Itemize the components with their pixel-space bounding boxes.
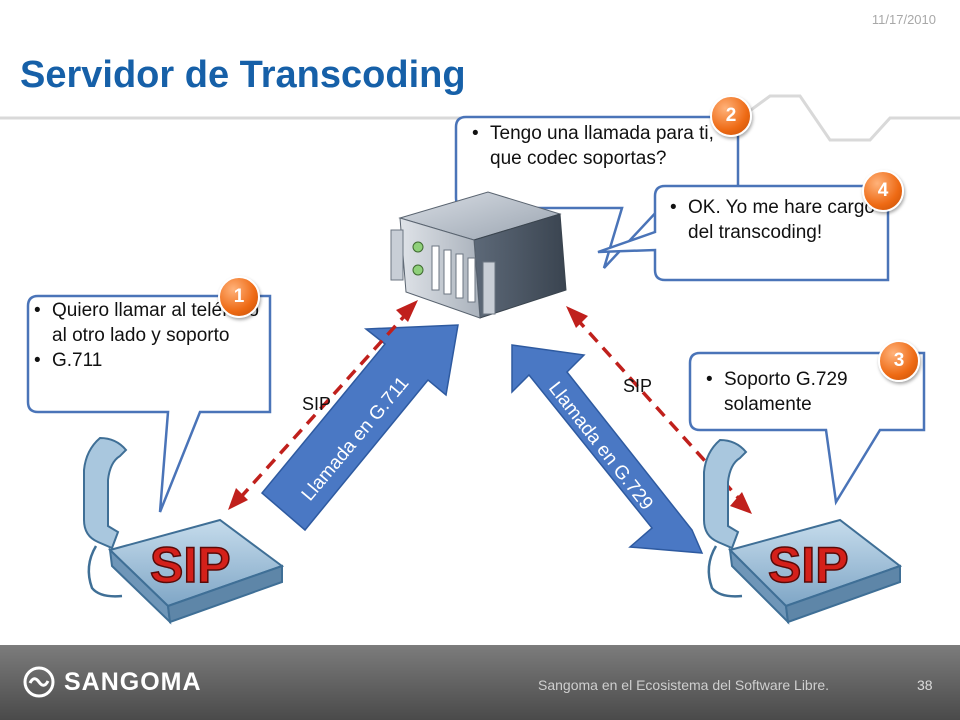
- callout-4-item: OK. Yo me hare cargo del transcoding!: [670, 195, 882, 245]
- footer-caption: Sangoma en el Ecosistema del Software Li…: [538, 677, 830, 693]
- footer-bar: SANGOMA Sangoma en el Ecosistema del Sof…: [0, 645, 960, 720]
- phone-right-label: SIP: [768, 537, 849, 593]
- callout-3: Soporto G.729 solamente: [702, 367, 902, 417]
- slide-date: 11/17/2010: [871, 12, 936, 27]
- sangoma-logo: SANGOMA: [22, 665, 202, 699]
- step-badge-4: 4: [862, 170, 904, 212]
- phone-left-icon: SIP: [83, 436, 285, 625]
- call-label-right: Llamada en G.729: [544, 378, 657, 514]
- phone-left-label: SIP: [150, 537, 231, 593]
- callout-1-item: G.711: [34, 348, 270, 373]
- sangoma-logo-text: SANGOMA: [64, 667, 202, 696]
- callout-3-item: Soporto G.729 solamente: [706, 367, 902, 417]
- step-badge-3: 3: [878, 340, 920, 382]
- callout-2-item: Tengo una llamada para ti, que codec sop…: [472, 121, 728, 171]
- sangoma-logo-icon: [23, 666, 55, 698]
- sip-label-left: SIP: [302, 394, 332, 414]
- step-badge-2: 2: [710, 95, 752, 137]
- callout-4: OK. Yo me hare cargo del transcoding!: [666, 195, 882, 245]
- call-arrow-left: [260, 324, 459, 532]
- server-icon: [390, 191, 567, 319]
- call-arrow-right: [511, 344, 704, 554]
- slide-title: Servidor de Transcoding: [20, 54, 466, 96]
- callout-1: Quiero llamar al teléfono al otro lado y…: [30, 298, 270, 373]
- callout-2: Tengo una llamada para ti, que codec sop…: [468, 121, 728, 171]
- callout-1-item: Quiero llamar al teléfono al otro lado y…: [34, 298, 270, 348]
- step-badge-1: 1: [218, 276, 260, 318]
- sip-label-right: SIP: [623, 376, 653, 396]
- sip-arrow-left: [228, 300, 418, 510]
- page-number: 38: [917, 677, 933, 693]
- phone-right-icon: SIP: [703, 438, 903, 625]
